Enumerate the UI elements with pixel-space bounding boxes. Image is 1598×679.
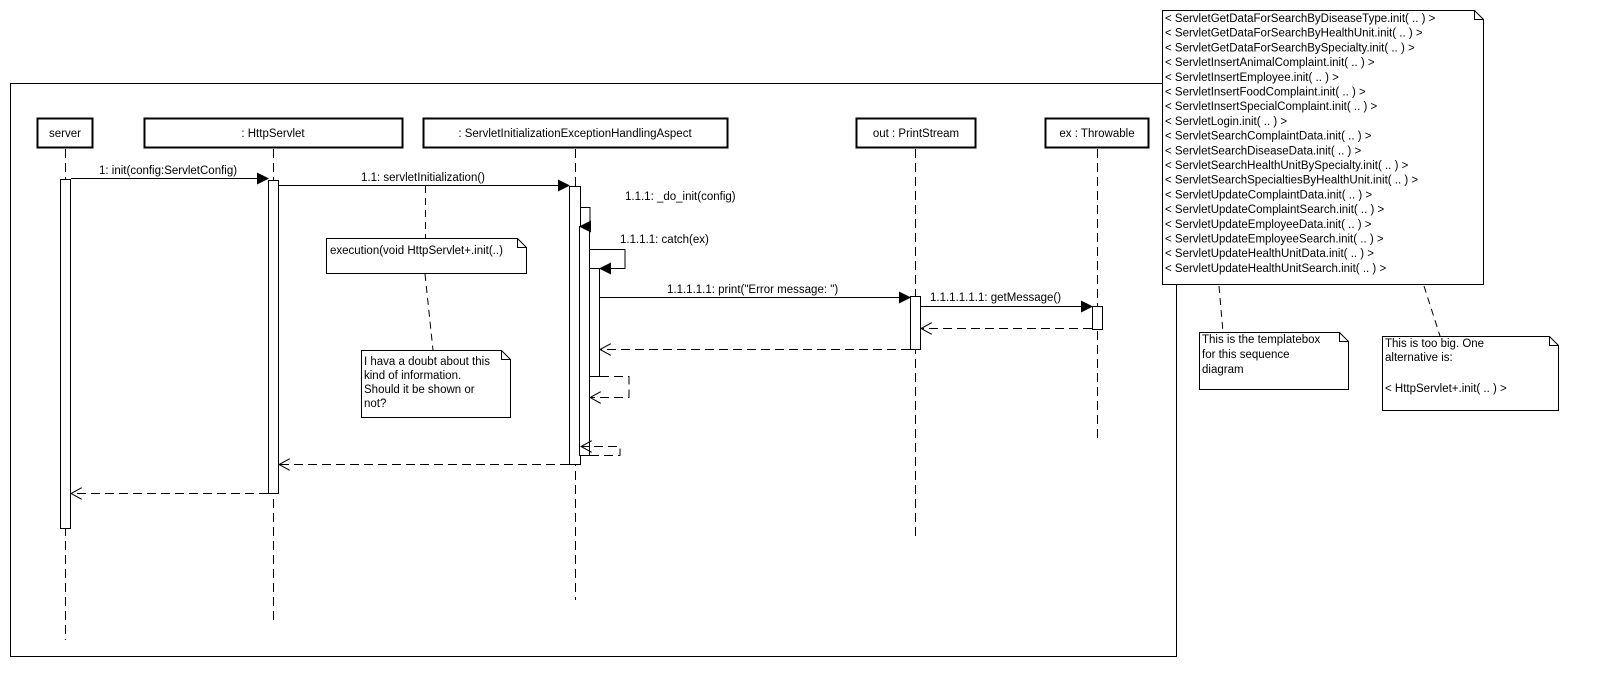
message-arrow-1-1-1 (579, 207, 591, 233)
note-anchor-too-big (1423, 285, 1441, 337)
message-arrow-1-1-1-1 (590, 249, 626, 275)
note-too-big: This is too big. One alternative is: < H… (1382, 336, 1559, 411)
message-label-1-1-1-1: 1.1.1.1: catch(ex) (620, 234, 709, 246)
template-list-item: < ServletSearchDiseaseData.init( .. ) > (1165, 145, 1362, 157)
template-list-item: < ServletUpdateComplaintData.init( .. ) … (1165, 189, 1372, 201)
note-execution-text: execution(void HttpServlet+.init(..) (330, 245, 503, 257)
activation-printstream (910, 296, 921, 350)
note-too-big-line: alternative is: (1385, 352, 1453, 364)
activation-throwable (1092, 306, 1103, 330)
template-list-item: < ServletLogin.init( .. ) > (1165, 116, 1287, 128)
lifeline-head-aspect[interactable]: : ServletInitializationExceptionHandling… (422, 117, 729, 149)
template-list-item: < ServletUpdateEmployeeData.init( .. ) > (1165, 219, 1372, 231)
template-list-item: < ServletInsertAnimalComplaint.init( .. … (1165, 57, 1375, 69)
lifeline-label-httpservlet: : HttpServlet (241, 128, 305, 140)
template-list-item: < ServletSearchComplaintData.init( .. ) … (1165, 131, 1372, 143)
message-label-1-1-1-1-1: 1.1.1.1.1: print("Error message: ") (667, 284, 838, 296)
activation-aspect-inner-2 (589, 268, 600, 377)
note-templatebox: This is the templatebox for this sequenc… (1199, 332, 1349, 390)
template-list-item: < ServletInsertEmployee.init( .. ) > (1165, 72, 1339, 84)
activation-aspect-inner-1 (579, 226, 590, 456)
template-list-item: < ServletGetDataForSearchByHealthUnit.in… (1165, 28, 1423, 40)
note-too-big-line: < HttpServlet+.init( .. ) > (1385, 383, 1507, 395)
note-anchor-templatebox (1218, 285, 1224, 333)
message-label-1: 1: init(config:ServletConfig) (99, 165, 237, 177)
lifeline-label-throwable: ex : Throwable (1059, 128, 1134, 140)
lifeline-label-server: server (49, 128, 81, 140)
note-doubt-line: kind of information. (364, 370, 461, 382)
template-list-item: < ServletGetDataForSearchByDiseaseType.i… (1165, 13, 1436, 25)
note-templatebox-line: This is the templatebox (1202, 334, 1321, 346)
activation-server (60, 179, 71, 529)
template-list-item: < ServletUpdateHealthUnitSearch.init( ..… (1165, 263, 1386, 275)
note-anchor-doubt (424, 273, 434, 351)
lifeline-head-server[interactable]: server (36, 117, 94, 149)
note-doubt: I hava a doubt about this kind of inform… (361, 350, 511, 418)
note-doubt-line: not? (364, 398, 386, 410)
note-execution: execution(void HttpServlet+.init(..) (326, 238, 527, 274)
lifeline-label-printstream: out : PrintStream (873, 128, 959, 140)
activation-aspect-outer (569, 186, 581, 465)
note-template-list: < ServletGetDataForSearchByDiseaseType.i… (1162, 10, 1484, 285)
lifeline-label-aspect: : ServletInitializationExceptionHandling… (458, 128, 692, 140)
lifeline-head-throwable[interactable]: ex : Throwable (1044, 117, 1150, 149)
template-list-item: < ServletSearchSpecialtiesByHealthUnit.i… (1165, 175, 1418, 187)
template-list-item: < ServletUpdateEmployeeSearch.init( .. )… (1165, 234, 1384, 246)
template-list-item: < ServletGetDataForSearchBySpecialty.ini… (1165, 42, 1415, 54)
template-list-item: < ServletInsertSpecialComplaint.init( ..… (1165, 101, 1377, 113)
template-list-item: < ServletUpdateHealthUnitData.init( .. )… (1165, 248, 1374, 260)
message-label-1-1-1: 1.1.1: _do_init(config) (625, 191, 736, 203)
template-list-item: < ServletInsertFoodComplaint.init( .. ) … (1165, 87, 1366, 99)
diagram-frame (10, 83, 1177, 657)
lifeline-head-httpservlet[interactable]: : HttpServlet (143, 117, 404, 149)
template-list-item: < ServletUpdateComplaintSearch.init( .. … (1165, 204, 1385, 216)
template-list-item: < ServletSearchHealthUnitBySpecialty.ini… (1165, 160, 1409, 172)
note-templatebox-line: for this sequence (1202, 349, 1290, 361)
return-arrow-catch (590, 376, 630, 398)
lifeline-head-printstream[interactable]: out : PrintStream (855, 117, 977, 149)
return-arrow-do-init (581, 447, 621, 456)
note-doubt-line: Should it be shown or (364, 384, 475, 396)
message-label-1-1: 1.1: servletInitialization() (361, 172, 485, 184)
note-too-big-line: This is too big. One (1385, 338, 1484, 350)
message-label-1-1-1-1-1-1: 1.1.1.1.1.1: getMessage() (930, 292, 1061, 304)
activation-httpservlet (268, 180, 279, 494)
note-templatebox-line: diagram (1202, 364, 1244, 376)
note-doubt-line: I hava a doubt about this (364, 356, 490, 368)
